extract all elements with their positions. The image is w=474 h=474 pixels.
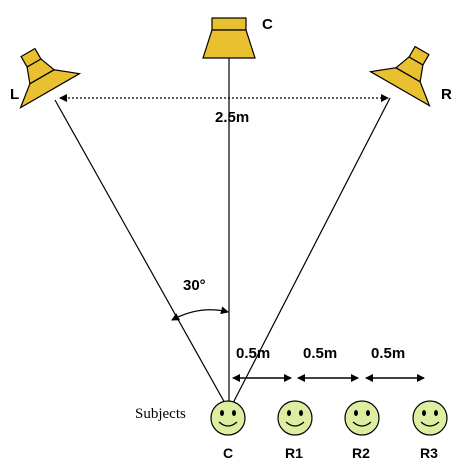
listener-label-c: C bbox=[223, 445, 233, 461]
listener-label-r1: R1 bbox=[285, 445, 303, 461]
right-speaker-icon bbox=[368, 45, 431, 108]
listener-face-r2-icon bbox=[344, 400, 380, 436]
line-left-speaker-to-listener bbox=[54, 99, 227, 406]
listener-face-r1-icon bbox=[277, 400, 313, 436]
subjects-label: Subjects bbox=[135, 406, 186, 422]
angle-arc bbox=[171, 306, 229, 321]
center-speaker-label: C bbox=[262, 16, 273, 33]
left-speaker-icon bbox=[19, 47, 82, 110]
line-right-speaker-to-listener bbox=[231, 97, 391, 406]
angle-label: 30° bbox=[183, 277, 206, 294]
gap-label-2: 0.5m bbox=[303, 345, 337, 362]
listener-face-c-icon bbox=[210, 400, 246, 436]
listener-face-r3-icon bbox=[412, 400, 448, 436]
listener-label-r2: R2 bbox=[352, 445, 370, 461]
left-speaker-label: L bbox=[10, 86, 19, 103]
gap-label-3: 0.5m bbox=[371, 345, 405, 362]
gap-label-1: 0.5m bbox=[236, 345, 270, 362]
speaker-spacing-label: 2.5m bbox=[215, 109, 249, 126]
listener-label-r3: R3 bbox=[420, 445, 438, 461]
center-speaker-icon bbox=[202, 17, 256, 59]
right-speaker-label: R bbox=[441, 86, 452, 103]
